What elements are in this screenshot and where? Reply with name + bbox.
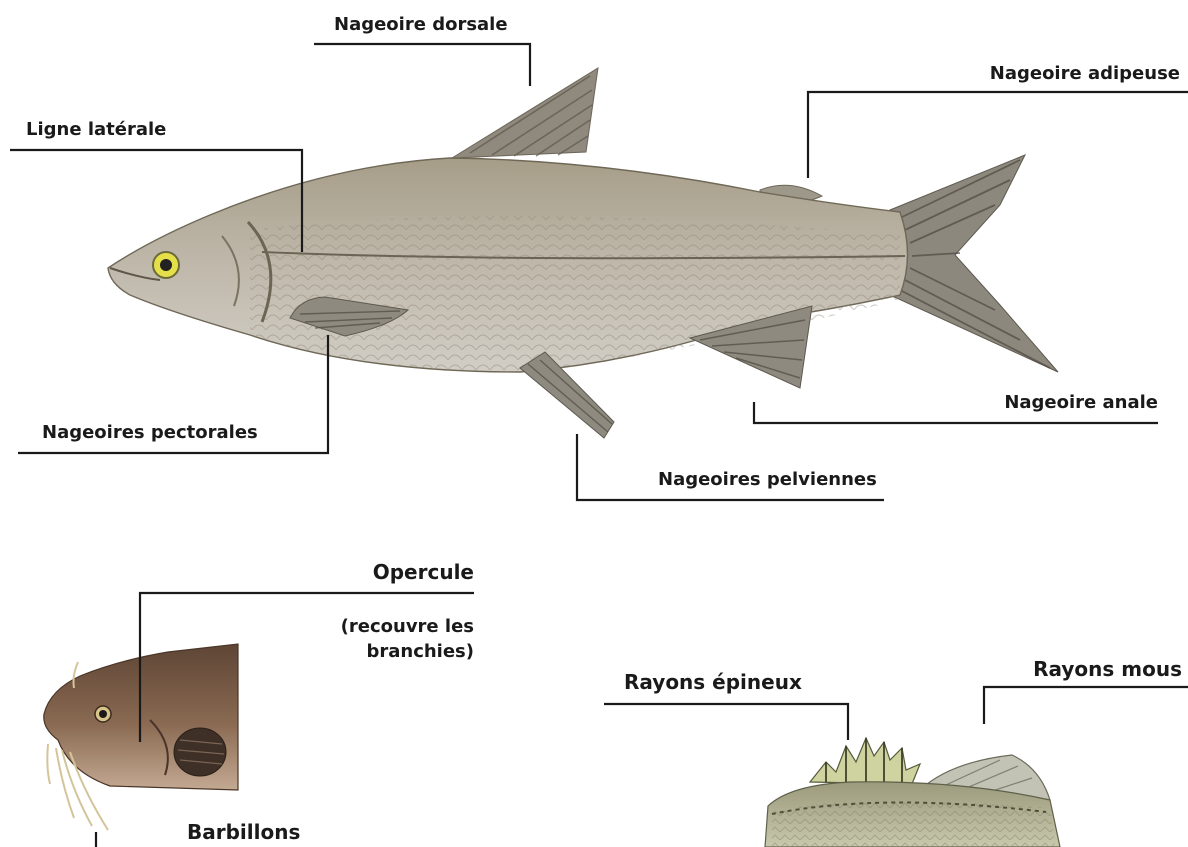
operculum-note: (recouvre les branchies)	[341, 614, 474, 664]
dorsal-fin-leader	[314, 44, 530, 86]
operculum-note-line-1: (recouvre les	[341, 614, 474, 639]
caudal-fin	[890, 155, 1058, 372]
label-pelvic-fins: Nageoires pelviennes	[658, 469, 877, 492]
spiny-rays-leader	[604, 704, 848, 740]
whitefish-illustration	[108, 68, 1058, 438]
label-adipose-fin: Nageoire adipeuse	[990, 63, 1180, 86]
label-operculum: Opercule	[373, 560, 474, 585]
label-pectoral-fins: Nageoires pectorales	[42, 422, 258, 445]
adipose-fin-leader	[808, 92, 1188, 178]
operculum-note-line-2: branchies)	[341, 639, 474, 664]
label-barbels: Barbillons	[187, 820, 300, 845]
label-anal-fin: Nageoire anale	[1004, 392, 1158, 415]
label-spiny-rays: Rayons épineux	[624, 670, 802, 695]
label-soft-rays: Rayons mous	[1033, 657, 1182, 682]
dorsal-fin	[452, 68, 598, 158]
label-lateral-line: Ligne latérale	[26, 119, 166, 142]
perch-illustration	[765, 738, 1060, 847]
label-dorsal-fin: Nageoire dorsale	[334, 14, 508, 37]
soft-rays-leader	[984, 687, 1188, 724]
